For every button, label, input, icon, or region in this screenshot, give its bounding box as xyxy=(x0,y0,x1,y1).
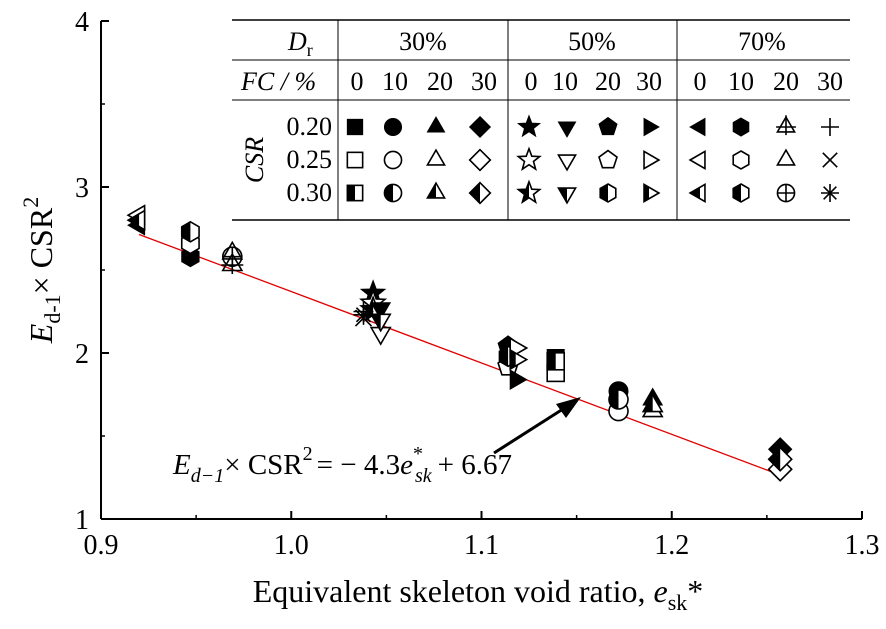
x-tick-label: 1.1 xyxy=(464,530,499,561)
legend-symbol-diamond-csr030 xyxy=(468,181,492,205)
data-point-square-csr030 xyxy=(546,351,566,371)
legend-symbol-triangle-down-csr020 xyxy=(557,121,577,138)
legend-symbol-triangle-csr025 xyxy=(426,148,446,166)
legend-symbol-cross-wide-csr025 xyxy=(822,152,838,168)
legend-fc-50-20: 20 xyxy=(595,67,621,96)
data-point-triangle-down-csr030 xyxy=(369,313,392,333)
legend-symbol-pentagon-csr020 xyxy=(598,116,618,136)
fit-line xyxy=(138,233,783,477)
legend-symbol-star-csr025 xyxy=(516,146,542,171)
legend-dr-30: 30% xyxy=(399,27,447,56)
data-markers xyxy=(126,204,793,482)
legend-fc-label: FC / % xyxy=(240,67,316,96)
legend-symbol-triangle-right-csr025 xyxy=(643,150,661,170)
y-tick-label: 3 xyxy=(75,173,89,204)
legend-symbol-triangle-left-csr020 xyxy=(689,117,706,137)
legend-symbol-triangle-csr020 xyxy=(426,116,446,133)
legend-symbol-square-csr020 xyxy=(346,118,364,136)
legend-symbol-triangle-csr030 xyxy=(426,181,446,199)
legend-symbol-triangle-down-csr025 xyxy=(557,154,577,172)
legend-fc-50-30: 30 xyxy=(636,67,662,96)
legend-fc-30-30: 30 xyxy=(471,67,497,96)
tick-labels: 0.9 1.0 1.1 1.2 1.3 1 2 3 4 xyxy=(75,7,880,561)
plot-axes xyxy=(100,20,863,520)
legend-fc-50-0: 0 xyxy=(525,67,538,96)
legend-symbol-crossed-triangle-csr025 xyxy=(776,148,796,166)
legend-csr-030: 0.30 xyxy=(287,178,333,207)
legend-fc-row: 0 10 20 30 0 10 20 30 0 10 20 30 xyxy=(351,67,844,96)
fit-equation: Ed−1× CSR2= − 4.3e*sk+ 6.67 xyxy=(172,443,512,487)
x-tick-label: 1.0 xyxy=(274,530,309,561)
legend-symbol-circle-plus-csr030 xyxy=(776,183,796,203)
legend-fc-30-20: 20 xyxy=(427,67,453,96)
data-point-triangle-right-csr030 xyxy=(509,348,529,371)
legend-symbol-triangle-down-csr030 xyxy=(557,187,577,205)
legend-symbol-hexagon-csr030 xyxy=(599,183,617,203)
legend-symbol-triangle-left-csr030 xyxy=(688,183,706,203)
legend-csr-rows: 0.20 0.25 0.30 xyxy=(287,112,333,207)
data-point-triangle-right-csr020 xyxy=(509,369,528,390)
legend-csr-025: 0.25 xyxy=(287,145,333,174)
y-tick-label: 2 xyxy=(75,339,89,370)
legend-csr-020: 0.20 xyxy=(287,112,333,141)
data-point-triangle-down-csr020 xyxy=(370,302,392,321)
legend-fc-50-10: 10 xyxy=(552,67,578,96)
x-tick-label: 1.3 xyxy=(845,530,880,561)
y-tick-label: 1 xyxy=(75,505,89,536)
x-tick-label: 0.9 xyxy=(84,530,119,561)
legend-symbol-triangle-left-csr025 xyxy=(688,150,706,170)
data-point-asterisk-csr030 xyxy=(353,304,374,325)
legend-fc-70-30: 30 xyxy=(817,67,843,96)
data-point-diamond-csr030 xyxy=(767,446,793,472)
annotation-arrow xyxy=(493,397,581,455)
legend-symbol-pentagon-csr025 xyxy=(598,149,618,169)
legend-csr-label: CSR xyxy=(240,137,269,183)
legend-symbol-asterisk-csr030 xyxy=(821,184,839,202)
legend-fc-30-0: 0 xyxy=(351,67,364,96)
legend-dr-50: 50% xyxy=(568,27,616,56)
data-point-triangle-csr030 xyxy=(641,393,664,413)
legend-dr-70: 70% xyxy=(738,27,786,56)
legend-symbol-star-csr020 xyxy=(516,114,542,138)
data-point-circle-csr030 xyxy=(608,389,629,410)
legend-symbol-cross-wide-csr020 xyxy=(821,118,839,136)
legend-symbols xyxy=(346,114,839,205)
legend-symbol-triangle-right-csr020 xyxy=(643,117,660,137)
legend-table: Dr FC / % CSR 30% 50% 70% 0 10 20 30 0 1… xyxy=(232,19,850,221)
legend-fc-70-20: 20 xyxy=(773,67,799,96)
legend-symbol-hexagon-csr030 xyxy=(732,183,750,203)
legend-symbol-diamond-csr020 xyxy=(468,115,492,139)
x-axis-title: Equivalent skeleton void ratio, esk* xyxy=(253,573,704,615)
y-tick-label: 4 xyxy=(75,7,89,38)
legend-symbol-square-csr030 xyxy=(346,184,364,202)
legend-fc-30-10: 10 xyxy=(382,67,408,96)
legend-fc-70-0: 0 xyxy=(694,67,707,96)
legend-symbol-circle-csr020 xyxy=(383,117,403,137)
legend-dr-label: Dr xyxy=(287,27,313,60)
legend-symbol-square-csr025 xyxy=(346,151,364,169)
data-point-triangle-left-csr030 xyxy=(126,209,146,232)
legend-symbol-triangle-right-csr030 xyxy=(643,183,661,203)
data-point-circle-plus-csr030 xyxy=(222,246,243,268)
legend-symbol-hexagon-csr020 xyxy=(732,117,750,137)
y-axis-title: Ed-1× CSR2 xyxy=(18,197,65,344)
x-tick-label: 1.2 xyxy=(654,530,689,561)
data-point-hexagon-csr030 xyxy=(180,220,200,243)
legend-symbol-hexagon-csr025 xyxy=(732,150,750,170)
legend-symbol-star-csr030 xyxy=(516,179,542,204)
legend-symbol-circle-csr025 xyxy=(383,150,403,170)
legend-symbol-circle-csr030 xyxy=(383,183,403,203)
legend-symbol-diamond-csr025 xyxy=(468,148,492,172)
legend-fc-70-10: 10 xyxy=(728,67,754,96)
legend-symbol-crossed-triangle-csr020 xyxy=(776,115,796,136)
